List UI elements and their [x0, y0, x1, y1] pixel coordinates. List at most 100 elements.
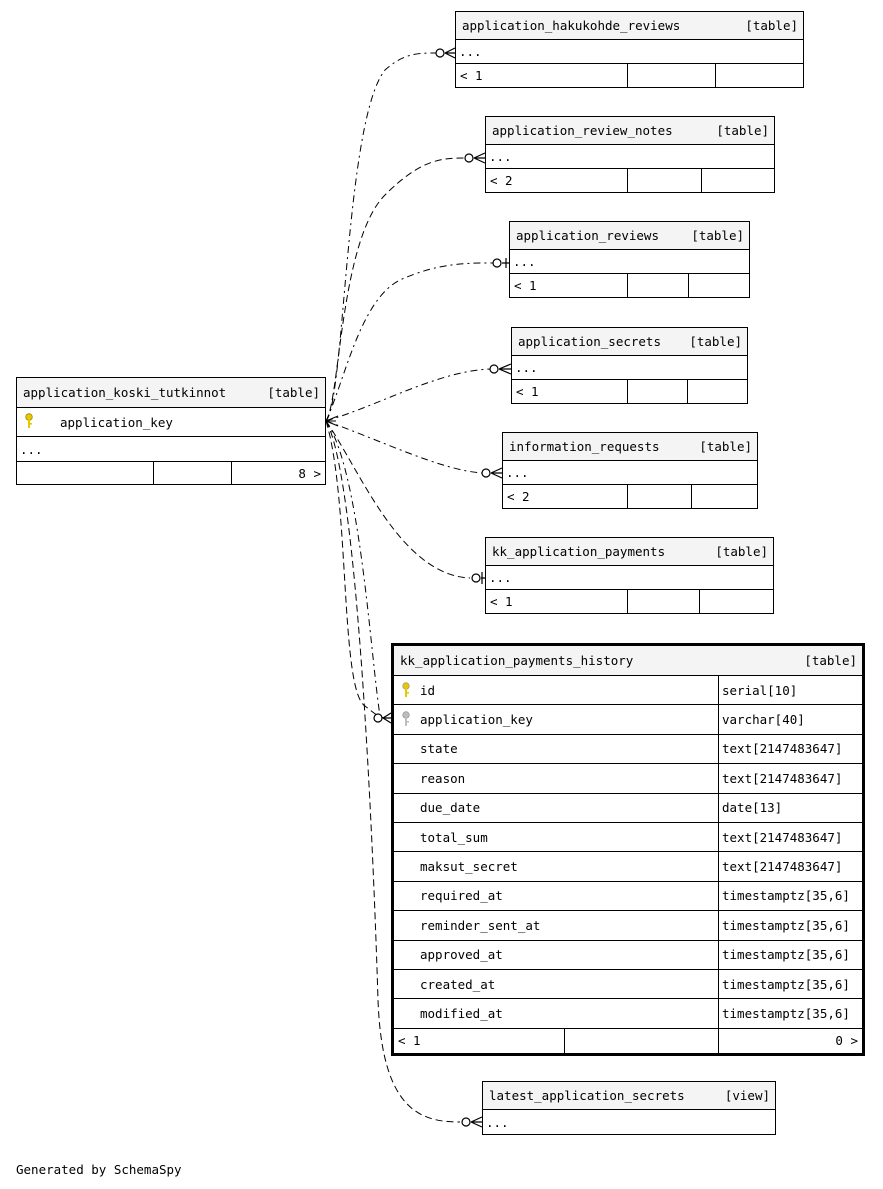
- table-name[interactable]: kk_application_payments: [492, 544, 666, 559]
- foreign-key-icon: [402, 711, 410, 727]
- table-kk-application-payments[interactable]: kk_application_payments [table] ... < 1: [485, 537, 774, 614]
- table-name[interactable]: application_secrets: [518, 334, 661, 349]
- column-name-text: id: [420, 682, 436, 698]
- parents-count[interactable]: < 1: [394, 1028, 565, 1053]
- table-kind: [table]: [691, 228, 744, 243]
- primary-key-icon: [25, 413, 33, 428]
- table-header: application_hakukohde_reviews [table]: [456, 12, 803, 40]
- table-header: application_review_notes [table]: [486, 117, 774, 145]
- column-row: required_at timestamptz[35,6]: [394, 881, 862, 912]
- table-header: kk_application_payments [table]: [486, 538, 773, 566]
- edge-info-requests: [325, 420, 483, 474]
- column-row: due_date date[13]: [394, 793, 862, 823]
- column-name-text: approved_at: [420, 947, 503, 963]
- table-footer: < 1: [456, 64, 803, 87]
- table-footer: < 2: [503, 485, 757, 508]
- column-type: timestamptz[35,6]: [722, 976, 850, 992]
- parents-count[interactable]: < 2: [503, 485, 628, 508]
- view-latest-application-secrets[interactable]: latest_application_secrets [view] ...: [482, 1081, 776, 1135]
- table-kind: [table]: [699, 439, 752, 454]
- more-columns: ...: [503, 461, 757, 485]
- table-footer: < 1: [486, 590, 773, 613]
- column-row: state text[2147483647]: [394, 734, 862, 765]
- table-name[interactable]: kk_application_payments_history: [400, 653, 634, 668]
- table-kind: [view]: [724, 1088, 770, 1103]
- table-name[interactable]: application_koski_tutkinnot: [23, 385, 227, 400]
- table-information-requests[interactable]: information_requests [table] ... < 2: [502, 432, 758, 509]
- column-name-text: reminder_sent_at: [420, 917, 541, 933]
- column-name-text: state: [420, 741, 458, 757]
- table-application-secrets[interactable]: application_secrets [table] ... < 1: [511, 327, 748, 404]
- table-header: kk_application_payments_history [table]: [394, 646, 862, 676]
- edge-payments: [325, 420, 471, 579]
- more-columns: ...: [17, 437, 325, 462]
- column-type: timestamptz[35,6]: [722, 888, 850, 904]
- column-name: due_date: [394, 793, 719, 822]
- column-type: text[2147483647]: [722, 859, 843, 875]
- column-row: reminder_sent_at timestamptz[35,6]: [394, 911, 862, 941]
- table-name[interactable]: latest_application_secrets: [489, 1088, 685, 1103]
- column-name-text: due_date: [420, 800, 481, 816]
- column-name: id: [394, 676, 719, 705]
- more-columns: ...: [486, 145, 774, 169]
- column-list: id serial[10] application_key varchar[40] st…: [394, 676, 862, 1029]
- column-name: total_sum: [394, 822, 719, 852]
- table-header: application_secrets [table]: [512, 328, 747, 356]
- children-count[interactable]: 8 >: [298, 465, 321, 481]
- children-count[interactable]: 0 >: [835, 1033, 858, 1049]
- parents-count[interactable]: < 1: [456, 64, 628, 87]
- table-header: application_koski_tutkinnot [table]: [17, 378, 325, 408]
- generated-by-footer: Generated by SchemaSpy: [16, 1162, 182, 1177]
- table-name[interactable]: application_hakukohde_reviews: [462, 18, 681, 33]
- column-name-text: application_key: [420, 712, 533, 728]
- table-kind: [table]: [715, 544, 768, 559]
- column-name-text: total_sum: [420, 829, 488, 845]
- column-row: approved_at timestamptz[35,6]: [394, 940, 862, 970]
- column-type: timestamptz[35,6]: [722, 947, 850, 963]
- table-kind: [table]: [689, 334, 742, 349]
- more-columns: ...: [486, 1114, 509, 1130]
- column-type: timestamptz[35,6]: [722, 917, 850, 933]
- table-kk-application-payments-history[interactable]: kk_application_payments_history [table] …: [391, 643, 865, 1056]
- edge-history-b: [325, 420, 381, 717]
- edge-hakukohde-reviews: [325, 52, 441, 422]
- table-footer: 8 >: [17, 462, 325, 484]
- column-type: varchar[40]: [722, 712, 805, 728]
- primary-key-icon: [402, 682, 410, 697]
- table-name[interactable]: application_review_notes: [492, 123, 673, 138]
- column-name-text: maksut_secret: [420, 859, 518, 875]
- table-application-hakukohde-reviews[interactable]: application_hakukohde_reviews [table] ..…: [455, 11, 804, 88]
- parents-count[interactable]: < 1: [510, 274, 628, 297]
- more-columns: ...: [510, 250, 749, 274]
- column-name: required_at: [394, 881, 719, 911]
- table-kind: [table]: [716, 123, 769, 138]
- table-application-review-notes[interactable]: application_review_notes [table] ... < 2: [485, 116, 775, 193]
- column-name: modified_at: [394, 999, 719, 1028]
- edge-secrets: [325, 368, 493, 422]
- table-name[interactable]: application_reviews: [516, 228, 659, 243]
- edge-history-a: [325, 420, 386, 719]
- table-application-reviews[interactable]: application_reviews [table] ... < 1: [509, 221, 750, 298]
- table-footer: < 2: [486, 169, 774, 192]
- edge-review-notes: [325, 157, 466, 422]
- column-row: id serial[10]: [394, 676, 862, 706]
- column-type: serial[10]: [722, 682, 798, 698]
- column-name-text: reason: [420, 770, 466, 786]
- column-name: state: [394, 734, 719, 764]
- column-row: created_at timestamptz[35,6]: [394, 969, 862, 1000]
- parents-count[interactable]: < 2: [486, 169, 628, 192]
- parents-count[interactable]: < 1: [512, 380, 628, 403]
- column-name: maksut_secret: [394, 852, 719, 881]
- column-type: date[13]: [722, 800, 783, 816]
- column-name-text: required_at: [420, 888, 503, 904]
- table-kind: [table]: [267, 385, 320, 400]
- column-type: text[2147483647]: [722, 741, 843, 757]
- parents-count[interactable]: < 1: [486, 590, 628, 613]
- column-name: created_at: [394, 969, 719, 999]
- column-type: text[2147483647]: [722, 770, 843, 786]
- table-application-koski-tutkinnot[interactable]: application_koski_tutkinnot [table] appl…: [16, 377, 326, 485]
- column-name-text: created_at: [420, 976, 496, 992]
- table-name[interactable]: information_requests: [509, 439, 660, 454]
